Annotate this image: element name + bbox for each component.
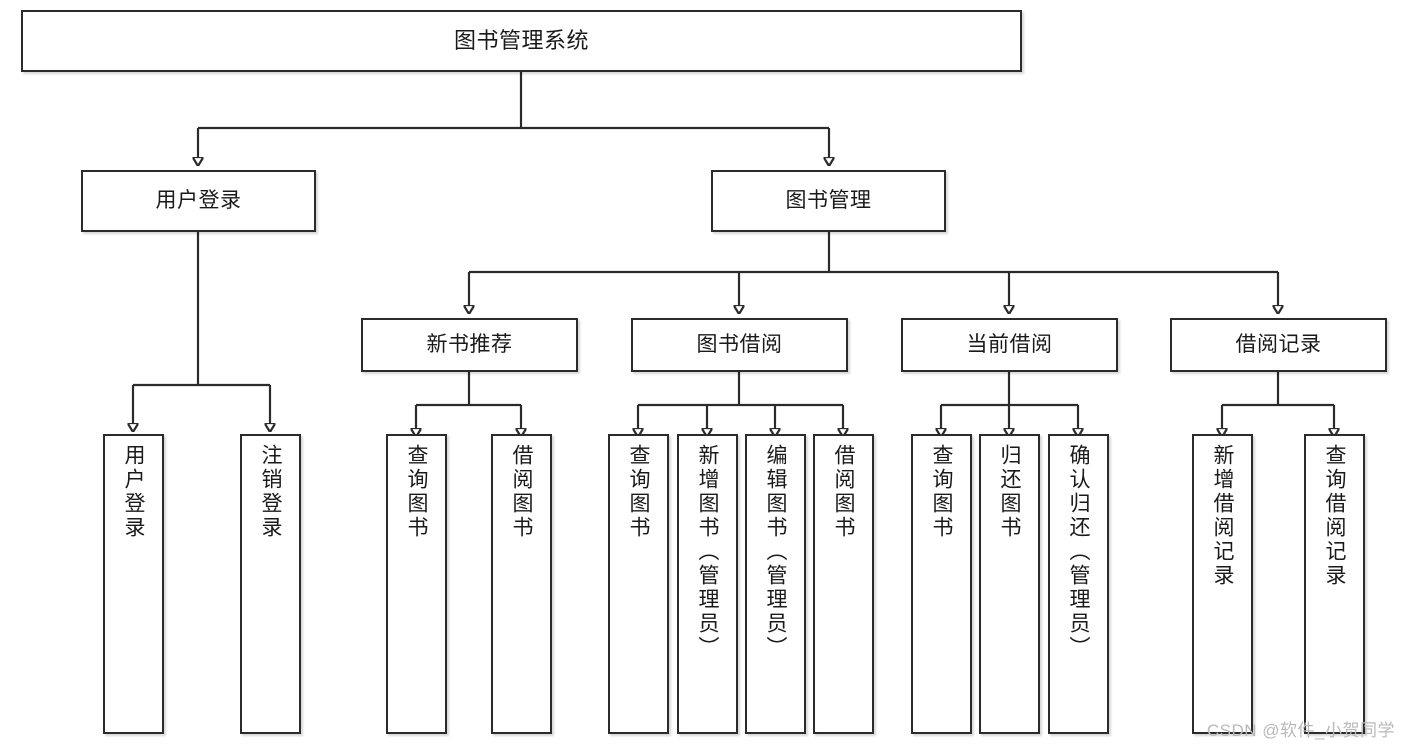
node-label: 查询借阅记录	[1323, 444, 1346, 588]
node-new-book-recommend[interactable]: 新书推荐	[361, 318, 578, 372]
node-label: 借阅图书	[510, 444, 533, 540]
leaf-borrow-record-add[interactable]: 新增借阅记录	[1192, 434, 1253, 734]
node-label: 用户登录	[155, 188, 242, 212]
node-label: 确认归还（管理员）	[1067, 444, 1090, 660]
leaf-book-borrow-query[interactable]: 查询图书	[608, 434, 669, 734]
node-label: 图书借阅	[696, 332, 783, 356]
leaf-user-login-login[interactable]: 用户登录	[103, 434, 164, 734]
node-label: 查询图书	[405, 444, 428, 540]
node-root-book-management-system[interactable]: 图书管理系统	[21, 10, 1022, 72]
node-book-management[interactable]: 图书管理	[711, 170, 946, 232]
node-label: 用户登录	[122, 444, 145, 540]
leaf-borrow-record-query[interactable]: 查询借阅记录	[1304, 434, 1365, 734]
node-label: 图书管理	[785, 188, 872, 212]
leaf-book-borrow-borrow[interactable]: 借阅图书	[813, 434, 874, 734]
leaf-book-borrow-add[interactable]: 新增图书（管理员）	[677, 434, 738, 734]
node-book-borrow[interactable]: 图书借阅	[631, 318, 848, 372]
node-label: 注销登录	[259, 444, 282, 540]
node-label: 查询图书	[627, 444, 650, 540]
node-label: 编辑图书（管理员）	[764, 444, 787, 660]
node-label: 当前借阅	[966, 332, 1053, 356]
leaf-book-borrow-edit[interactable]: 编辑图书（管理员）	[745, 434, 806, 734]
node-borrow-record[interactable]: 借阅记录	[1170, 318, 1387, 372]
node-user-login[interactable]: 用户登录	[81, 170, 316, 232]
leaf-user-login-logout[interactable]: 注销登录	[240, 434, 301, 734]
node-label: 借阅图书	[832, 444, 855, 540]
node-label: 新增借阅记录	[1211, 444, 1234, 588]
node-label: 查询图书	[930, 444, 953, 540]
node-current-borrow[interactable]: 当前借阅	[901, 318, 1118, 372]
leaf-current-borrow-confirm-return[interactable]: 确认归还（管理员）	[1048, 434, 1109, 734]
leaf-current-borrow-return[interactable]: 归还图书	[979, 434, 1040, 734]
leaf-new-book-borrow[interactable]: 借阅图书	[491, 434, 552, 734]
node-label: 归还图书	[998, 444, 1021, 540]
csdn-watermark: CSDN @软件_小贺同学	[1206, 721, 1395, 740]
leaf-current-borrow-query[interactable]: 查询图书	[911, 434, 972, 734]
leaf-new-book-query[interactable]: 查询图书	[386, 434, 447, 734]
node-label: 图书管理系统	[453, 28, 589, 54]
node-label: 新书推荐	[426, 332, 513, 356]
node-label: 新增图书（管理员）	[696, 444, 719, 660]
node-label: 借阅记录	[1235, 332, 1322, 356]
